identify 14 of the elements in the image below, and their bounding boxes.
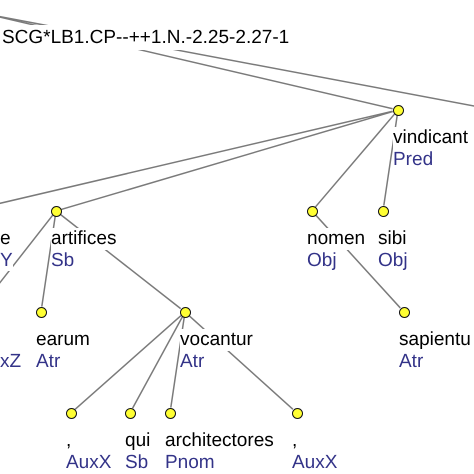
dependency-label: Obj xyxy=(378,250,408,270)
dependency-label: Y xyxy=(0,250,13,271)
word-label: sapientu xyxy=(399,328,471,350)
word-label: artifices xyxy=(51,228,116,250)
word-label: vocantur xyxy=(180,328,253,350)
word-label: qui xyxy=(125,430,150,452)
sentence-id: SCG*LB1.CP--++1.N.-2.25-2.27-1 xyxy=(2,25,290,50)
dependency-line xyxy=(74,315,182,410)
dependency-line xyxy=(132,316,184,409)
dependency-line xyxy=(61,110,393,210)
dependency-line xyxy=(315,114,395,208)
word-label: vindicant xyxy=(393,126,468,148)
dependency-label: Obj xyxy=(307,250,337,270)
word-label: nomen xyxy=(307,228,366,250)
